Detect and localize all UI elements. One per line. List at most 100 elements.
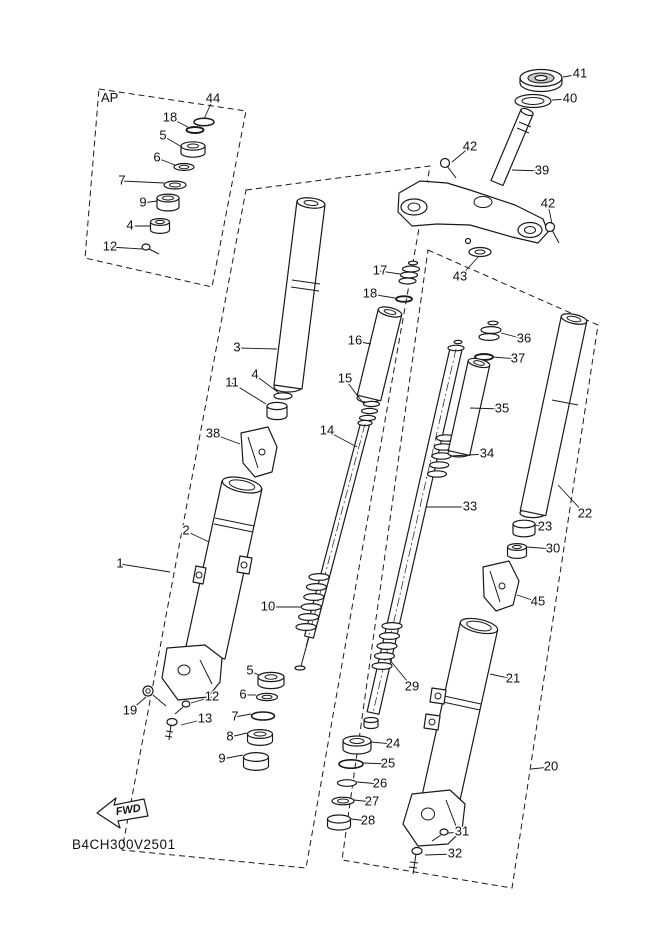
inset-box-ap [84,88,247,288]
lower-bracket [397,180,549,244]
part-label-13: 13 [198,710,212,725]
leader-line-36 [500,332,525,340]
bushing-9-top [242,751,270,762]
part-label-27: 27 [365,793,379,808]
leader-line-1 [119,563,171,573]
bolt-19-shaft [152,694,167,707]
protector-45-hole [498,582,506,590]
bolt-13-thread [165,730,174,733]
leader-line-42 [547,203,553,225]
screw-12-shaft [174,706,184,715]
leader-line-43 [459,255,480,278]
spring-10 [298,612,320,621]
spring-29 [373,651,396,660]
leader-line-7 [121,180,165,184]
leader-line-19 [129,696,147,712]
axle-bracket-right-slot [445,799,457,827]
leader-line-4 [254,374,280,394]
axle-bracket-left [161,644,223,701]
leader-line-13 [180,718,206,726]
protector-38-hole [258,448,266,456]
bracket-left-hole [407,202,421,212]
bracket-hub [473,196,493,208]
leader-line-15 [344,378,364,404]
inner-tube-22 [519,315,588,517]
part-label-19: 19 [123,702,137,717]
tube-21-tab-upper-hole [434,692,442,700]
collar-30-hole [512,544,522,550]
tube-2-right-tab-hole [240,561,248,569]
tube-21-band [442,701,481,711]
fitting-17 [407,260,419,266]
axle-bracket-left-hole [177,664,191,676]
leader-line-38 [212,433,241,445]
pinch-bolt-upper-shaft [446,165,457,179]
bolt-13-head [166,717,178,727]
tube-3-band [291,279,321,285]
ring-6-ap-hole [178,164,190,170]
part-label-44: 44 [206,90,220,105]
bolt-32-shaft [412,853,417,875]
leader-line-9 [142,200,158,204]
spring-seat-15 [362,400,381,408]
ap-inset-parts [141,117,215,255]
cap-5-hole [264,674,278,680]
part-label-29: 29 [405,678,419,693]
spring-29 [371,661,393,670]
leader-line-12 [109,246,143,250]
part-label-40: 40 [563,90,577,105]
tube-2-band [213,523,254,533]
left-fork-internal-parts [242,260,421,771]
leader-line-5 [249,670,260,676]
right-fork-parts [402,313,588,875]
leader-line-35 [469,407,503,410]
part-label-20: 20 [544,758,558,773]
bushing-11-top [266,401,288,411]
leader-line-45 [516,594,539,603]
axle-bracket-right [402,789,466,847]
part-label-1: 1 [116,555,123,570]
part-label-17: 17 [373,262,387,277]
ring-27-hole [337,798,349,804]
leader-line-24 [370,741,394,745]
leader-line-18 [369,293,396,299]
tube-2-opening [228,479,256,491]
tube-22-band [551,399,579,406]
collar-4-ap-hole [155,219,165,225]
bolt-32-thread [408,866,418,869]
part-label-14: 14 [320,422,334,437]
part-label-9: 9 [139,194,146,209]
spring-10 [295,622,317,631]
part-label-7: 7 [118,172,125,187]
leader-line-23 [534,524,546,528]
leader-line-7 [234,713,252,718]
leader-line-18 [169,117,189,128]
leader-line-42 [451,146,471,163]
fwd-arrow: FWD [96,797,149,829]
part-label-33: 33 [463,498,477,513]
bolt-19-socket [145,688,151,694]
axle-bracket-left-slot [199,659,213,685]
spring-34 [429,461,450,469]
spring-10 [308,572,330,581]
part-label-18: 18 [163,109,177,124]
right-fork-internal-parts [326,339,465,831]
leader-line-12 [190,696,213,704]
stem-washer-lower-hole [474,249,486,255]
snap-ring-25 [338,758,364,769]
part-label-23: 23 [538,518,552,533]
leader-line-2 [185,530,210,543]
leader-line-26 [356,781,381,785]
snap-ring-7 [250,711,276,721]
part-label-2: 2 [182,522,189,537]
fwd-arrow-shape [96,797,149,829]
tube-3-opening [303,199,319,207]
ring-26 [336,779,358,787]
leader-line-41 [562,73,581,78]
part-label-41: 41 [573,65,587,80]
tube-21-band [443,695,482,705]
tube-21-tab-lower-hole [428,718,436,726]
part-label-7: 7 [231,708,238,723]
leader-line-39 [511,169,543,172]
screw-12-ap-shaft [148,248,160,255]
